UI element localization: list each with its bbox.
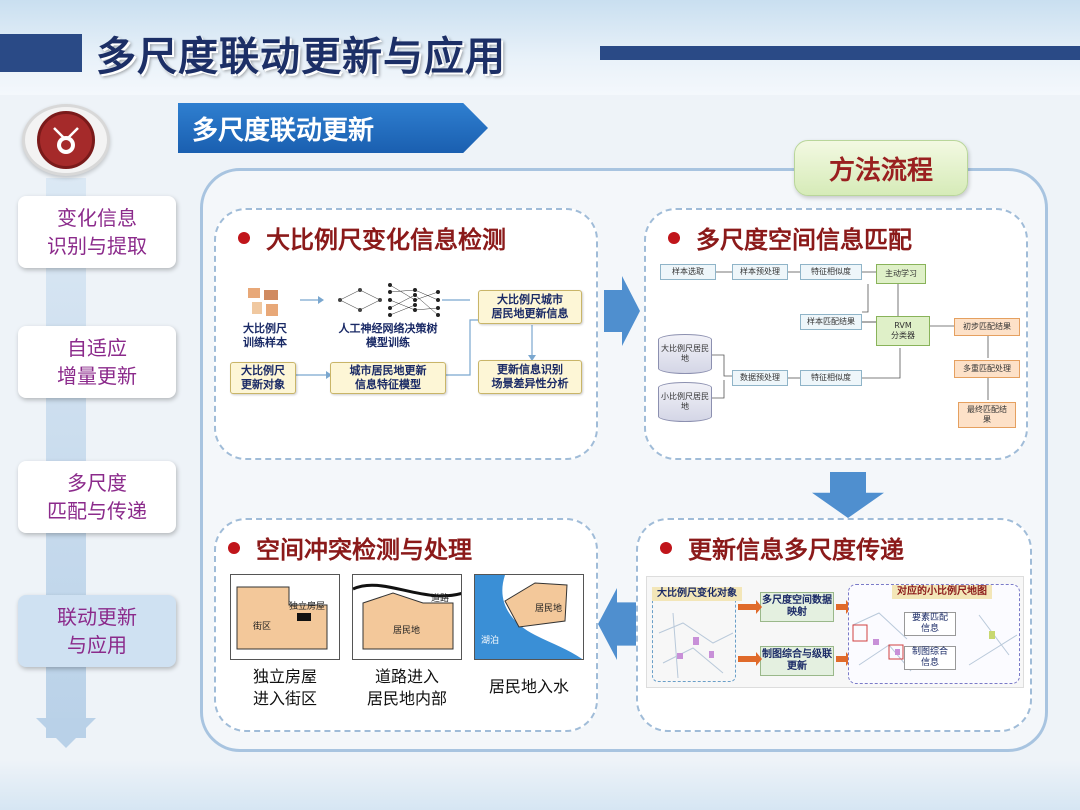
label-residential: 居民地 [393, 626, 421, 636]
panel-detect-title: 大比例尺变化信息检测 [238, 220, 506, 255]
conflict-image-water: 居民地 湖泊 [474, 574, 584, 660]
label-house: 独立房屋 [289, 602, 326, 612]
panel-conflict-title-text: 空间冲突检测与处理 [256, 536, 472, 564]
target-box: 大比例尺 更新对象 [230, 362, 296, 394]
neural-net-icon [338, 283, 440, 317]
flow-rvm: RVM 分类器 [876, 316, 930, 346]
transfer-map-box: 多尺度空间数据 映射 [760, 592, 834, 622]
method-badge: 方法流程 [794, 140, 968, 196]
conflict-image-road: 道路 居民地 [352, 574, 462, 660]
flow-multi-match: 多重匹配处理 [954, 360, 1020, 378]
panel-match-title-text: 多尺度空间信息匹配 [696, 226, 912, 254]
flow-sample-select: 样本选取 [660, 264, 716, 280]
sample-label: 大比例尺 训练样本 [243, 322, 287, 349]
label-residential-2: 居民地 [535, 604, 563, 614]
flow-active-learning: 主动学习 [876, 264, 926, 284]
model-box: 城市居民地更新 信息特征模型 [330, 362, 446, 394]
page-title: 多尺度联动更新与应用 [96, 34, 506, 80]
panel-conflict-title: 空间冲突检测与处理 [228, 530, 472, 565]
label-lake: 湖泊 [481, 636, 500, 646]
caption-water: 居民地入水 [488, 677, 569, 696]
caption-road: 道路进入 居民地内部 [366, 667, 447, 708]
bullet-dot [228, 541, 240, 554]
title-accent-bar-left [0, 34, 82, 72]
panel-detect-title-text: 大比例尺变化信息检测 [266, 226, 506, 254]
bullet-dot [660, 541, 672, 554]
db-large-icon: 大比例尺居民 地 [658, 334, 712, 374]
bullet-dot [668, 231, 680, 244]
title-accent-bar-right [600, 46, 1080, 60]
bottom-band [0, 760, 1080, 810]
flow-feature-sim-2: 特征相似度 [800, 370, 862, 386]
panel-transfer-title: 更新信息多尺度传递 [660, 530, 904, 565]
nn-label: 人工神经网络决策树 模型训练 [338, 322, 438, 349]
sidebar-item-linked-update[interactable]: 联动更新 与应用 [18, 595, 176, 667]
small-map-icon [852, 612, 1018, 672]
carto-info-box: 制图综合 信息 [904, 646, 956, 670]
sidebar-item-multiscale-match[interactable]: 多尺度 匹配与传递 [18, 461, 176, 533]
panel-transfer-title-text: 更新信息多尺度传递 [688, 536, 904, 564]
sidebar-arrow-head [36, 718, 96, 748]
sidebar-item-change-info[interactable]: 变化信息 识别与提取 [18, 196, 176, 268]
caption-house: 独立房屋 进入街区 [252, 667, 317, 708]
transfer-cascade-box: 制图综合与级联 更新 [760, 646, 834, 676]
flow-init-match: 初步匹配结果 [954, 318, 1020, 336]
emblem-logo [22, 104, 110, 176]
large-obj-frame [652, 590, 736, 682]
sample-image-icon [248, 288, 278, 316]
db-small-icon: 小比例尺居民 地 [658, 382, 712, 422]
label-road: 道路 [431, 594, 450, 604]
flow-feature-sim: 特征相似度 [800, 264, 862, 280]
bullet-dot [238, 231, 250, 244]
conflict-image-house: 独立房屋 街区 [230, 574, 340, 660]
flow-sample-pre: 样本预处理 [732, 264, 788, 280]
label-block: 街区 [253, 622, 272, 632]
diff-box: 更新信息识别 场景差异性分析 [478, 360, 582, 394]
emblem-icon [37, 111, 95, 169]
section-ribbon: 多尺度联动更新 [178, 103, 488, 153]
panel-match-title: 多尺度空间信息匹配 [668, 220, 912, 255]
update-box: 大比例尺城市 居民地更新信息 [478, 290, 582, 324]
large-obj-label: 大比例尺变化对象 [652, 587, 742, 601]
large-obj-map-icon [658, 612, 734, 679]
small-map-label: 对应的小比例尺地图 [892, 585, 992, 599]
panel-change-detection [214, 208, 598, 460]
flow-final-match: 最终匹配结 果 [958, 402, 1016, 428]
flow-data-pre: 数据预处理 [732, 370, 788, 386]
sidebar-item-adaptive-update[interactable]: 自适应 增量更新 [18, 326, 176, 398]
element-match-box: 要素匹配 信息 [904, 612, 956, 636]
flow-sample-match-result: 样本匹配结果 [800, 314, 862, 330]
